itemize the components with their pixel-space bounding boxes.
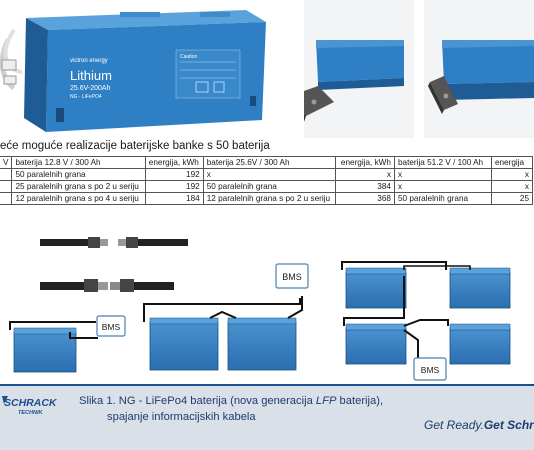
schrack-logo: SCHRACK TECHNIK xyxy=(0,392,60,426)
header-cell: baterija 12.8 V / 300 Ah xyxy=(11,156,146,169)
table-cell: 184 xyxy=(144,192,204,205)
battery-caution: Caution xyxy=(180,54,197,60)
table-cell: x xyxy=(335,168,395,181)
bms-label-a: BMS xyxy=(102,322,121,332)
table-cell: 12 paralelnih grana s po 4 u seriju xyxy=(11,192,146,205)
table-cell: 25 xyxy=(490,192,534,205)
table-cell: x xyxy=(393,168,492,181)
table-row: 12 paralelnih grana s po 4 u seriju 184 … xyxy=(0,192,534,205)
header-cell: energija xyxy=(490,156,534,169)
table-cell: 368 xyxy=(335,192,395,205)
table-cell: 50 paralelnih grana xyxy=(393,192,492,205)
battery-chemistry: NG - LiFePO4 xyxy=(70,94,102,100)
logo-subtext: TECHNIK xyxy=(18,410,43,416)
table-heading: eće moguće realizacije baterijske banke … xyxy=(0,140,270,152)
bms-label-c: BMS xyxy=(421,365,440,375)
caption-text: Slika 1. NG - LiFePo4 baterija (nova gen… xyxy=(79,395,316,407)
diagram-two-batteries: BMS xyxy=(143,263,309,371)
header-cell: baterija 51.2 V / 100 Ah xyxy=(393,156,492,169)
figure-caption-line-1: Slika 1. NG - LiFePo4 baterija (nova gen… xyxy=(79,395,383,407)
diagram-four-batteries: BMS xyxy=(341,261,511,381)
logo-text: SCHRACK xyxy=(4,397,58,409)
table-cell: x xyxy=(393,180,492,193)
table-row: 25 paralelnih grana s po 2 u seriju 192 … xyxy=(0,180,534,193)
table-cell: 50 paralelnih grana xyxy=(11,168,146,181)
cable-pair-2 xyxy=(40,279,174,292)
diagram-single-battery: BMS xyxy=(9,315,126,373)
battery-product: Lithium xyxy=(70,68,112,83)
table-cell: 192 xyxy=(144,168,204,181)
header-cell: baterija 25.6V / 300 Ah xyxy=(202,156,337,169)
footer-divider xyxy=(0,384,534,386)
table-cell: 12 paralelnih grana s po 2 u seriju xyxy=(202,192,337,205)
slogan-bold: Get Schra xyxy=(483,418,534,432)
table-cell: 25 paralelnih grana s po 2 u seriju xyxy=(11,180,146,193)
slogan-text: Get Ready. xyxy=(424,418,484,432)
table-cell: x xyxy=(202,168,337,181)
table-row: 50 paralelnih grana 192 x x x x xyxy=(0,168,534,181)
caption-emphasis: LFP xyxy=(315,395,337,407)
table-cell: 384 xyxy=(335,180,395,193)
battery-brand: victron energy xyxy=(70,58,108,64)
battery-config-table: V baterija 12.8 V / 300 Ah energija, kWh… xyxy=(0,156,534,205)
mounting-clip-photo-1 xyxy=(304,0,414,138)
slogan: Get Ready.Get Schra xyxy=(424,418,534,432)
battery-photo: victron energy Lithium 25.6V-200Ah NG - … xyxy=(0,0,290,138)
table-cell: x xyxy=(490,168,534,181)
header-cell: energija, kWh xyxy=(335,156,395,169)
table-cell xyxy=(0,180,13,193)
table-cell: x xyxy=(490,180,534,193)
table-cell xyxy=(0,192,13,205)
table-cell: 50 paralelnih grana xyxy=(202,180,337,193)
header-cell: energija, kWh xyxy=(144,156,204,169)
table-cell xyxy=(0,168,13,181)
header-cell: V xyxy=(0,156,13,169)
cable-wiring-diagram: BMS BMS BMS xyxy=(9,237,511,381)
figure-caption-line-2: spajanje informacijskih kabela xyxy=(107,411,256,423)
footer xyxy=(0,384,534,450)
battery-rating: 25.6V-200Ah xyxy=(70,85,111,92)
table-cell: 192 xyxy=(144,180,204,193)
table-header-row: V baterija 12.8 V / 300 Ah energija, kWh… xyxy=(0,156,534,169)
caption-text: baterija), xyxy=(336,395,384,407)
cable-pair-1 xyxy=(40,237,188,248)
bms-label-b: BMS xyxy=(282,272,302,282)
mounting-clip-photo-2 xyxy=(424,0,534,138)
